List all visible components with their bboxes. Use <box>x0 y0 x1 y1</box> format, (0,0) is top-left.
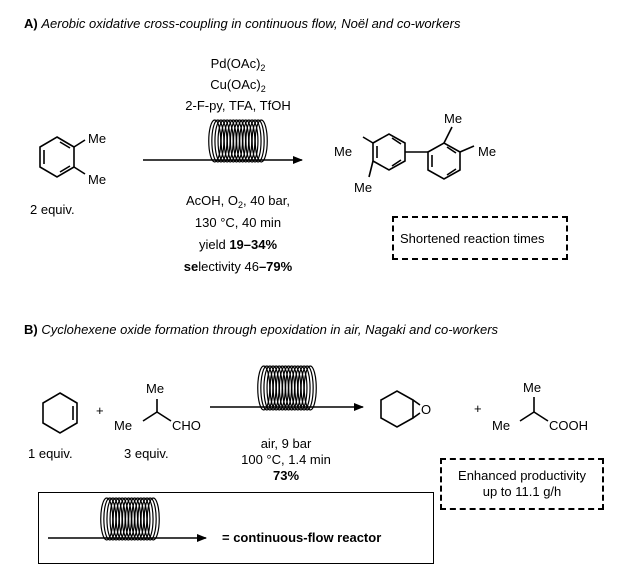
product-me-top: Me <box>444 111 463 126</box>
reagent-pd-main: Pd(OAc) <box>210 56 261 71</box>
acid-me-top: Me <box>523 380 542 395</box>
reactor-coil-b <box>257 365 317 411</box>
selectivity-a-rest: lectivity 46 <box>198 259 259 274</box>
product-me-bottom: Me <box>354 180 373 195</box>
product-me-left: Me <box>334 144 353 159</box>
aldehyde-cho: CHO <box>172 418 201 433</box>
legend-box <box>38 492 434 564</box>
callout-productivity-line-2: up to 11.1 g/h <box>482 484 562 499</box>
biaryl-product-structure <box>362 126 475 180</box>
condition-a-1-sub: 2 <box>238 200 244 210</box>
epoxide-oxygen: O <box>421 402 432 417</box>
condition-a-1: AcOH, O2, 40 bar, <box>158 193 318 210</box>
plus-sign-1: + <box>96 403 104 418</box>
section-a-title-text: Aerobic oxidative cross-coupling in cont… <box>41 16 461 31</box>
coil-loop <box>294 365 308 411</box>
substrate-equiv: 2 equiv. <box>30 202 75 217</box>
cyclohexene-oxide-structure <box>380 390 421 428</box>
callout-shortened-text: Shortened reaction times <box>400 231 545 246</box>
condition-a-2: 130 °C, 40 min <box>194 215 282 230</box>
isobutyraldehyde-structure <box>142 399 172 422</box>
section-b-label: B) <box>24 322 38 337</box>
coil-loop <box>146 497 160 541</box>
yield-b: 73% <box>272 468 300 483</box>
coil-loop <box>137 497 151 541</box>
yield-a: yield 19–34% <box>158 237 318 252</box>
callout-productivity-box <box>440 458 604 510</box>
reactor-coil-a <box>208 119 268 163</box>
condition-a-1-post: , 40 bar, <box>243 193 290 208</box>
isobutyric-acid-structure <box>519 397 549 422</box>
coil-loop <box>300 365 314 411</box>
coil-loop <box>140 497 154 541</box>
condition-a-1-pre: AcOH, O <box>185 193 238 208</box>
section-a-title: A) Aerobic oxidative cross-coupling in c… <box>24 16 460 31</box>
section-b-title: B) Cyclohexene oxide formation through e… <box>24 322 498 337</box>
legend-text: = continuous-flow reactor <box>222 530 382 545</box>
o-xylene-structure <box>39 136 86 178</box>
coil-loop <box>297 365 311 411</box>
selectivity-a-value: –79% <box>258 259 293 274</box>
plus-sign-2: + <box>474 401 482 416</box>
coil-loop <box>251 119 265 163</box>
condition-b-2: 100 °C, 1.4 min <box>241 452 331 467</box>
acid-me-left: Me <box>492 418 511 433</box>
coil-loop <box>245 119 259 163</box>
selectivity-a: selectivity 46–79% <box>158 259 318 274</box>
yield-a-value: 19–34% <box>229 237 278 252</box>
section-a-label: A) <box>24 16 38 31</box>
reactor-coil-legend <box>100 497 160 541</box>
callout-shortened-box <box>392 216 568 260</box>
coil-loop <box>143 497 157 541</box>
acid-cooh: COOH <box>549 418 588 433</box>
section-b-title-text: Cyclohexene oxide formation through epox… <box>41 322 499 337</box>
equiv-cyclohexene: 1 equiv. <box>28 446 73 461</box>
substrate-me-bottom: Me <box>88 172 107 187</box>
aldehyde-me-left: Me <box>114 418 133 433</box>
callout-productivity-line-1: Enhanced productivity <box>458 468 586 483</box>
substrate-me-top: Me <box>88 131 107 146</box>
reagent-cu-sub: 2 <box>260 84 266 94</box>
yield-a-label: yield <box>198 237 230 252</box>
aldehyde-me-top: Me <box>146 381 165 396</box>
coil-loop <box>254 119 268 163</box>
reagent-additives: 2-F-py, TFA, TfOH <box>185 98 291 113</box>
reagent-pd-sub: 2 <box>260 63 266 73</box>
condition-b-1: air, 9 bar <box>260 436 312 451</box>
reagent-cu: Cu(OAc)2 <box>188 77 288 94</box>
product-me-right: Me <box>478 144 497 159</box>
equiv-aldehyde: 3 equiv. <box>124 446 169 461</box>
reagent-cu-main: Cu(OAc) <box>210 77 261 92</box>
coil-loop <box>248 119 262 163</box>
cyclohexene-structure <box>42 392 78 434</box>
selectivity-a-bold: se <box>183 259 199 274</box>
coil-loop <box>303 365 317 411</box>
reagent-pd: Pd(OAc)2 <box>188 56 288 73</box>
